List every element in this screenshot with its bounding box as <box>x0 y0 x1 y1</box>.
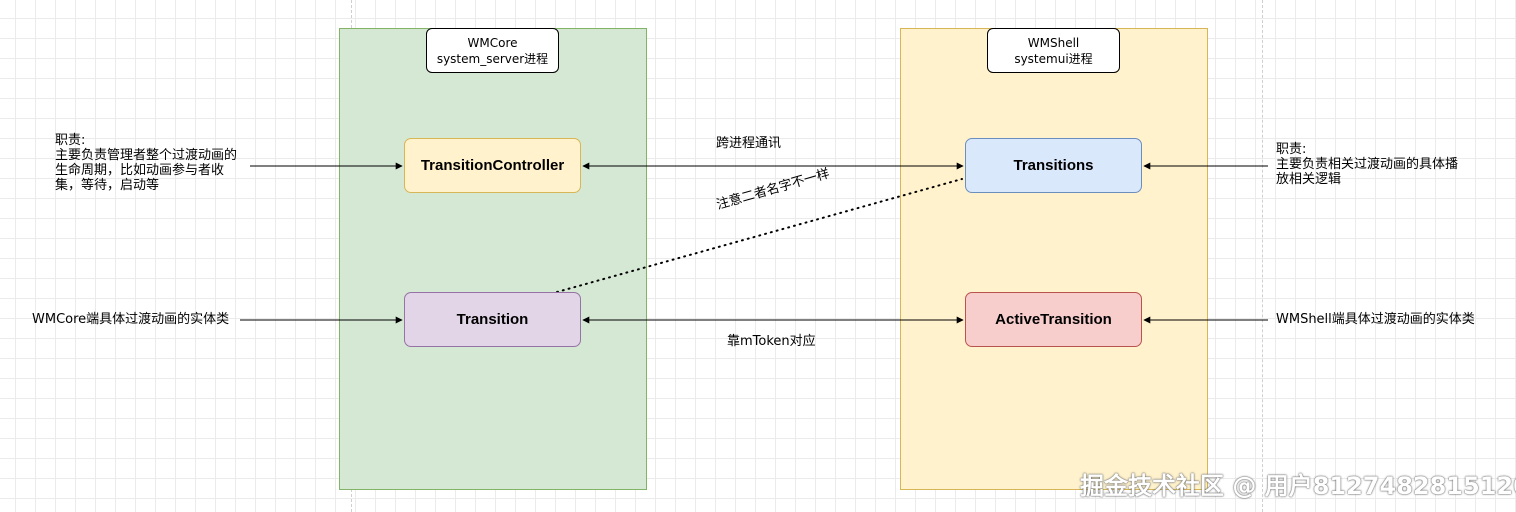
transition-controller-label: TransitionController <box>420 157 565 174</box>
wmcore-title: WMCore <box>467 35 518 50</box>
left-duty-text: 职责: 主要负责管理者整个过渡动画的 生命周期，比如动画参与者收 集，等待，启动… <box>55 133 237 193</box>
left-duty-line3: 集，等待，启动等 <box>55 178 160 193</box>
wmshell-header: WMShell systemui进程 <box>987 28 1120 73</box>
left-duty-title: 职责: <box>55 133 86 148</box>
core-entity-label: WMCore端具体过渡动画的实体类 <box>32 312 230 327</box>
active-transition-label: ActiveTransition <box>995 311 1112 328</box>
left-duty-line2: 生命周期，比如动画参与者收 <box>55 163 225 178</box>
right-duty-text: 职责: 主要负责相关过渡动画的具体播 放相关逻辑 <box>1276 142 1458 187</box>
transition-label: Transition <box>456 311 529 328</box>
wmshell-subtitle: systemui进程 <box>1014 51 1093 66</box>
watermark: 掘金技术社区 @ 用户8127482815120 <box>1080 472 1516 500</box>
ipc-label: 跨进程通讯 <box>716 136 782 151</box>
right-duty-line1: 主要负责相关过渡动画的具体播 <box>1276 157 1459 172</box>
wmshell-title: WMShell <box>1027 35 1080 50</box>
wmcore-header: WMCore system_server进程 <box>426 28 559 73</box>
transitions-label: Transitions <box>1013 157 1094 174</box>
left-duty-line1: 主要负责管理者整个过渡动画的 <box>55 148 238 163</box>
transition-controller-node[interactable]: TransitionController <box>404 138 581 193</box>
wmshell-lane <box>900 28 1208 490</box>
right-duty-line2: 放相关逻辑 <box>1276 172 1342 187</box>
active-transition-node[interactable]: ActiveTransition <box>965 292 1142 347</box>
wmcore-subtitle: system_server进程 <box>436 51 549 66</box>
wmcore-lane <box>339 28 647 490</box>
divider-right <box>1262 0 1263 512</box>
edge-name-note-dotted <box>556 178 963 293</box>
transition-node[interactable]: Transition <box>404 292 581 347</box>
mtoken-label: 靠mToken对应 <box>727 334 816 349</box>
right-duty-title: 职责: <box>1276 142 1307 157</box>
shell-entity-label: WMShell端具体过渡动画的实体类 <box>1276 312 1475 327</box>
transitions-node[interactable]: Transitions <box>965 138 1142 193</box>
